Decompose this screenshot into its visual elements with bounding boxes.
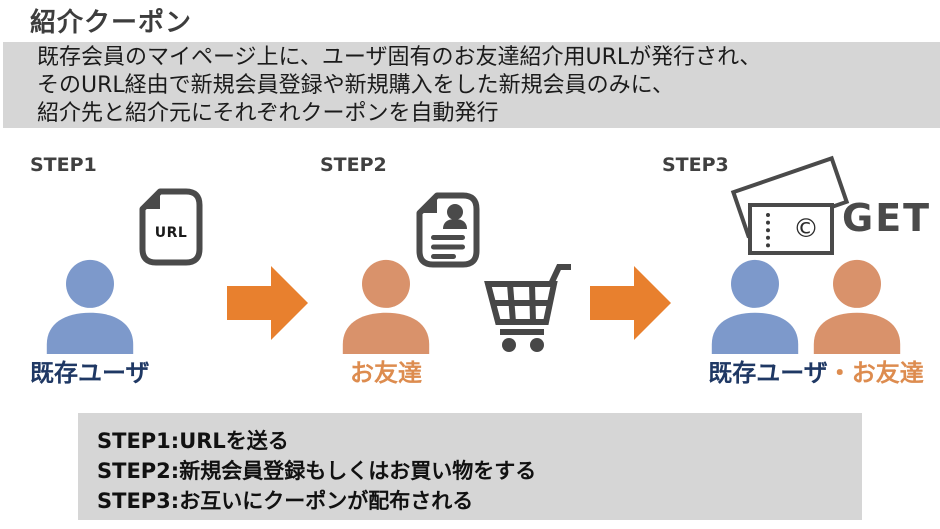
person-icon-friend [338,258,434,354]
summary-line: STEP3:お互いにクーポンが配布される [97,489,474,513]
perforation-dots [766,213,770,248]
step3-label-separator: ・ [827,359,852,387]
coupon-front-ticket: © [748,203,834,255]
step3-heading: STEP3 [662,154,729,176]
shopping-cart-icon [478,262,573,354]
step3-label-existing-user: 既存ユーザ [708,359,828,387]
summary-line: STEP1:URLを送る [97,429,289,453]
person-icon-existing-user [42,258,138,354]
coupon-ticket-icon: © GET [700,155,935,260]
person-icon-friend-step3 [809,258,905,354]
description-line: 既存会員のマイページ上に、ユーザ固有のお友達紹介用URLが発行され、 [37,45,762,70]
coupon-symbol: © [793,214,819,244]
description-line: そのURL経由で新規会員登録や新規購入をした新規会員のみに、 [37,73,674,98]
friend-label: お友達 [350,359,422,387]
existing-user-label: 既存ユーザ [30,359,150,387]
description-line: 紹介先と紹介元にそれぞれクーポンを自動発行 [37,101,499,126]
step3-users-label: 既存ユーザ・お友達 [700,353,932,388]
registration-form-icon [416,192,480,268]
get-label: GET [842,196,932,240]
url-label: URL [154,225,188,241]
arrow-right-icon [227,265,309,341]
page-title: 紹介クーポン [30,8,193,38]
step2-heading: STEP2 [320,154,387,176]
step1-heading: STEP1 [30,154,97,176]
summary-box: STEP1:URLを送る STEP2:新規会員登録もしくはお買い物をする STE… [78,413,862,520]
description-box: 既存会員のマイページ上に、ユーザ固有のお友達紹介用URLが発行され、 そのURL… [3,42,940,128]
summary-line: STEP2:新規会員登録もしくはお買い物をする [97,459,537,483]
step3-label-friend: お友達 [851,359,924,387]
arrow-right-icon [590,265,672,341]
person-icon-existing-user-step3 [707,258,803,354]
url-document-icon: URL [139,188,203,266]
